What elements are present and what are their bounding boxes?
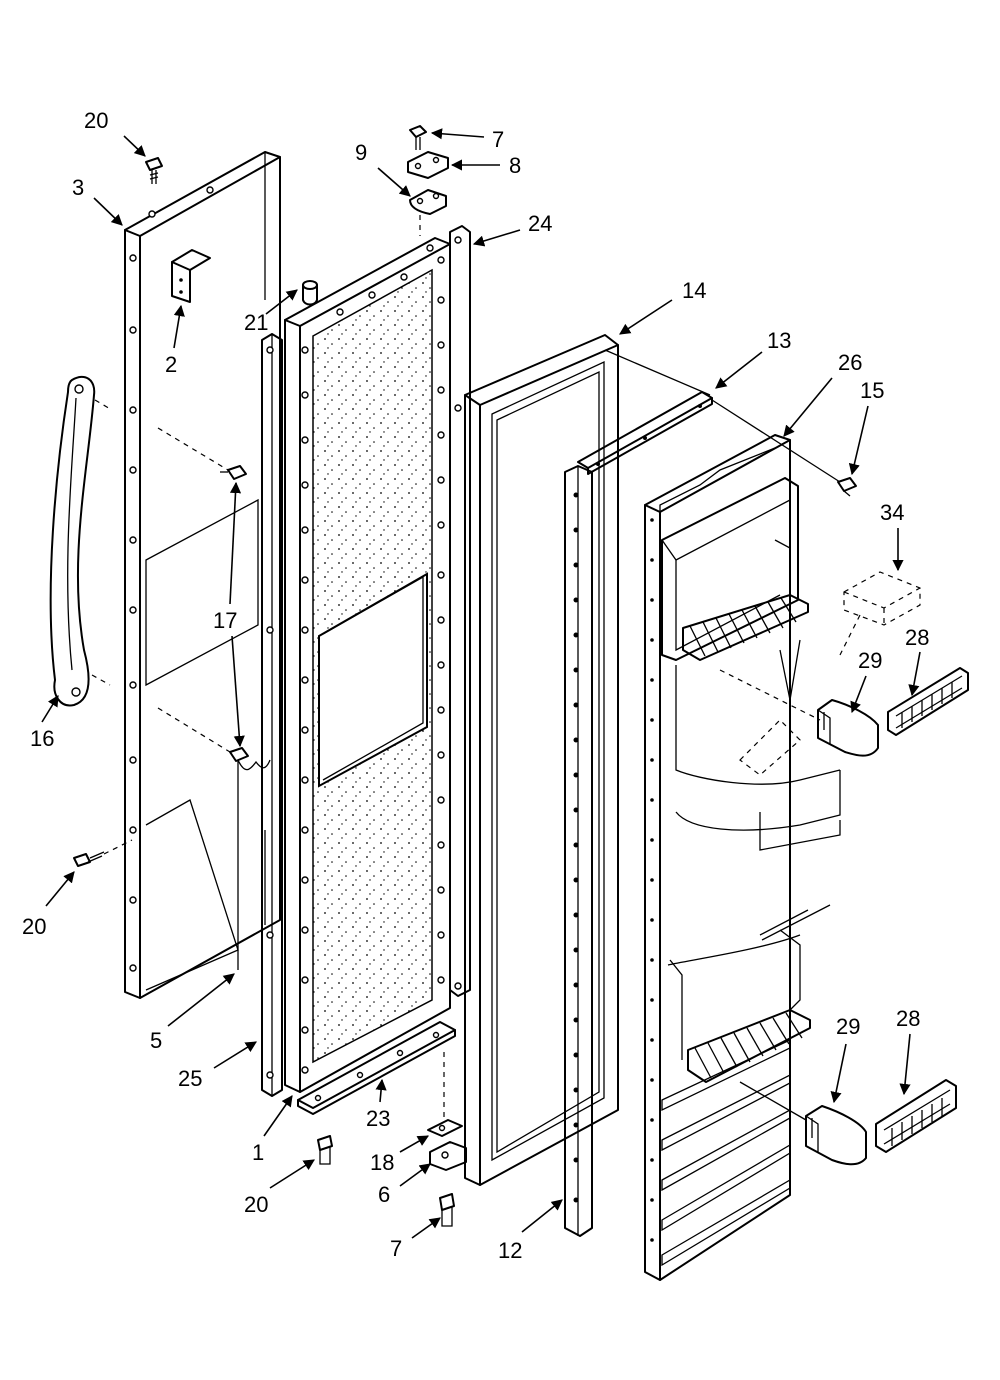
- svg-text:28: 28: [905, 625, 929, 650]
- svg-text:1: 1: [252, 1140, 264, 1165]
- svg-text:17: 17: [213, 608, 237, 633]
- bottom-hinge-assembly: [317, 1052, 467, 1227]
- callout-26-inner-liner[interactable]: 26: [783, 350, 862, 437]
- callout-12-breaker-strip[interactable]: 12: [498, 1199, 563, 1263]
- svg-text:20: 20: [22, 914, 46, 939]
- door-plug: [302, 280, 318, 306]
- svg-text:7: 7: [390, 1236, 402, 1261]
- door-handle: [49, 375, 113, 707]
- svg-text:2: 2: [165, 352, 177, 377]
- svg-text:25: 25: [178, 1066, 202, 1091]
- outer-door-panel: [124, 151, 281, 999]
- callout-28-lower-trim[interactable]: 28: [896, 1006, 920, 1096]
- svg-text:18: 18: [370, 1150, 394, 1175]
- svg-text:20: 20: [244, 1192, 268, 1217]
- callout-5-insulation[interactable]: 5: [150, 973, 235, 1053]
- callout-13-breaker-top[interactable]: 13: [715, 328, 791, 389]
- top-hinge-assembly: [407, 125, 449, 236]
- svg-text:5: 5: [150, 1028, 162, 1053]
- svg-text:29: 29: [836, 1014, 860, 1039]
- callout-20-left-screw[interactable]: 20: [22, 871, 75, 939]
- door-gasket: [464, 334, 619, 1186]
- liner-screw: [837, 477, 857, 497]
- callout-20-bottom-screw[interactable]: 20: [244, 1159, 315, 1217]
- screw-top: [145, 157, 163, 184]
- callout-8-hinge-plate[interactable]: 8: [450, 153, 521, 178]
- svg-text:13: 13: [767, 328, 791, 353]
- screw-left: [73, 839, 133, 867]
- insulation-sheet: [237, 759, 271, 970]
- svg-text:12: 12: [498, 1238, 522, 1263]
- svg-text:3: 3: [72, 175, 84, 200]
- callout-25-side-strip[interactable]: 25: [178, 1041, 257, 1091]
- side-strip: [261, 333, 283, 1097]
- callout-21-plug[interactable]: 21: [244, 289, 298, 335]
- lower-bin-trim: [875, 1079, 957, 1153]
- callout-16-handle[interactable]: 16: [30, 695, 59, 751]
- panel-holes: [129, 186, 214, 972]
- svg-text:28: 28: [896, 1006, 920, 1031]
- svg-text:9: 9: [355, 140, 367, 165]
- callout-29-lower-bin[interactable]: 29: [830, 1014, 860, 1104]
- dispenser-cover: [839, 571, 921, 656]
- callout-14-gasket[interactable]: 14: [619, 278, 706, 335]
- callouts: 20 3 2 7 8 9 24 21: [22, 108, 929, 1263]
- svg-text:21: 21: [244, 310, 268, 335]
- callout-29-upper-bin[interactable]: 29: [850, 648, 882, 714]
- callout-1-door-liner[interactable]: 1: [252, 1095, 293, 1165]
- callout-2-bracket[interactable]: 2: [165, 304, 185, 377]
- svg-text:29: 29: [858, 648, 882, 673]
- svg-text:7: 7: [492, 127, 504, 152]
- handle-screws: [157, 427, 249, 762]
- callout-20-top-screw[interactable]: 20: [84, 108, 146, 157]
- breaker-strip-top: [577, 349, 841, 483]
- svg-text:16: 16: [30, 726, 54, 751]
- bottom-strip: [297, 1021, 456, 1115]
- callout-9-hinge-shim[interactable]: 9: [355, 140, 411, 197]
- callout-17-handle-screws[interactable]: 17: [213, 481, 245, 748]
- door-liner-foam: [284, 237, 451, 1093]
- callout-3-outer-panel[interactable]: 3: [72, 175, 123, 226]
- svg-text:20: 20: [84, 108, 108, 133]
- svg-text:15: 15: [860, 378, 884, 403]
- callout-24-strip[interactable]: 24: [472, 211, 552, 247]
- upper-bin-trim: [887, 667, 969, 736]
- svg-text:14: 14: [682, 278, 706, 303]
- callout-28-upper-trim[interactable]: 28: [905, 625, 929, 697]
- callout-15-liner-screw[interactable]: 15: [848, 378, 884, 476]
- svg-text:6: 6: [378, 1182, 390, 1207]
- svg-text:23: 23: [366, 1106, 390, 1131]
- lower-bin: [739, 1081, 867, 1166]
- inner-door-liner: [644, 434, 841, 1281]
- callout-18-hinge-shim[interactable]: 18: [370, 1135, 429, 1175]
- callout-7-bottom-screw[interactable]: 7: [390, 1217, 441, 1261]
- breaker-strip-vertical: [564, 465, 593, 1237]
- svg-text:8: 8: [509, 153, 521, 178]
- upper-bin: [817, 699, 879, 757]
- svg-text:26: 26: [838, 350, 862, 375]
- hinge-bracket: [171, 249, 211, 303]
- svg-text:34: 34: [880, 500, 904, 525]
- liner-screw-holes: [301, 244, 445, 1074]
- callout-34-dispenser-cover[interactable]: 34: [880, 500, 904, 572]
- callout-6-bottom-hinge[interactable]: 6: [378, 1163, 431, 1207]
- svg-text:24: 24: [528, 211, 552, 236]
- callout-7-top-screw[interactable]: 7: [430, 127, 504, 152]
- hinge-side-strip: [449, 225, 471, 997]
- callout-23-bottom-strip[interactable]: 23: [366, 1078, 390, 1131]
